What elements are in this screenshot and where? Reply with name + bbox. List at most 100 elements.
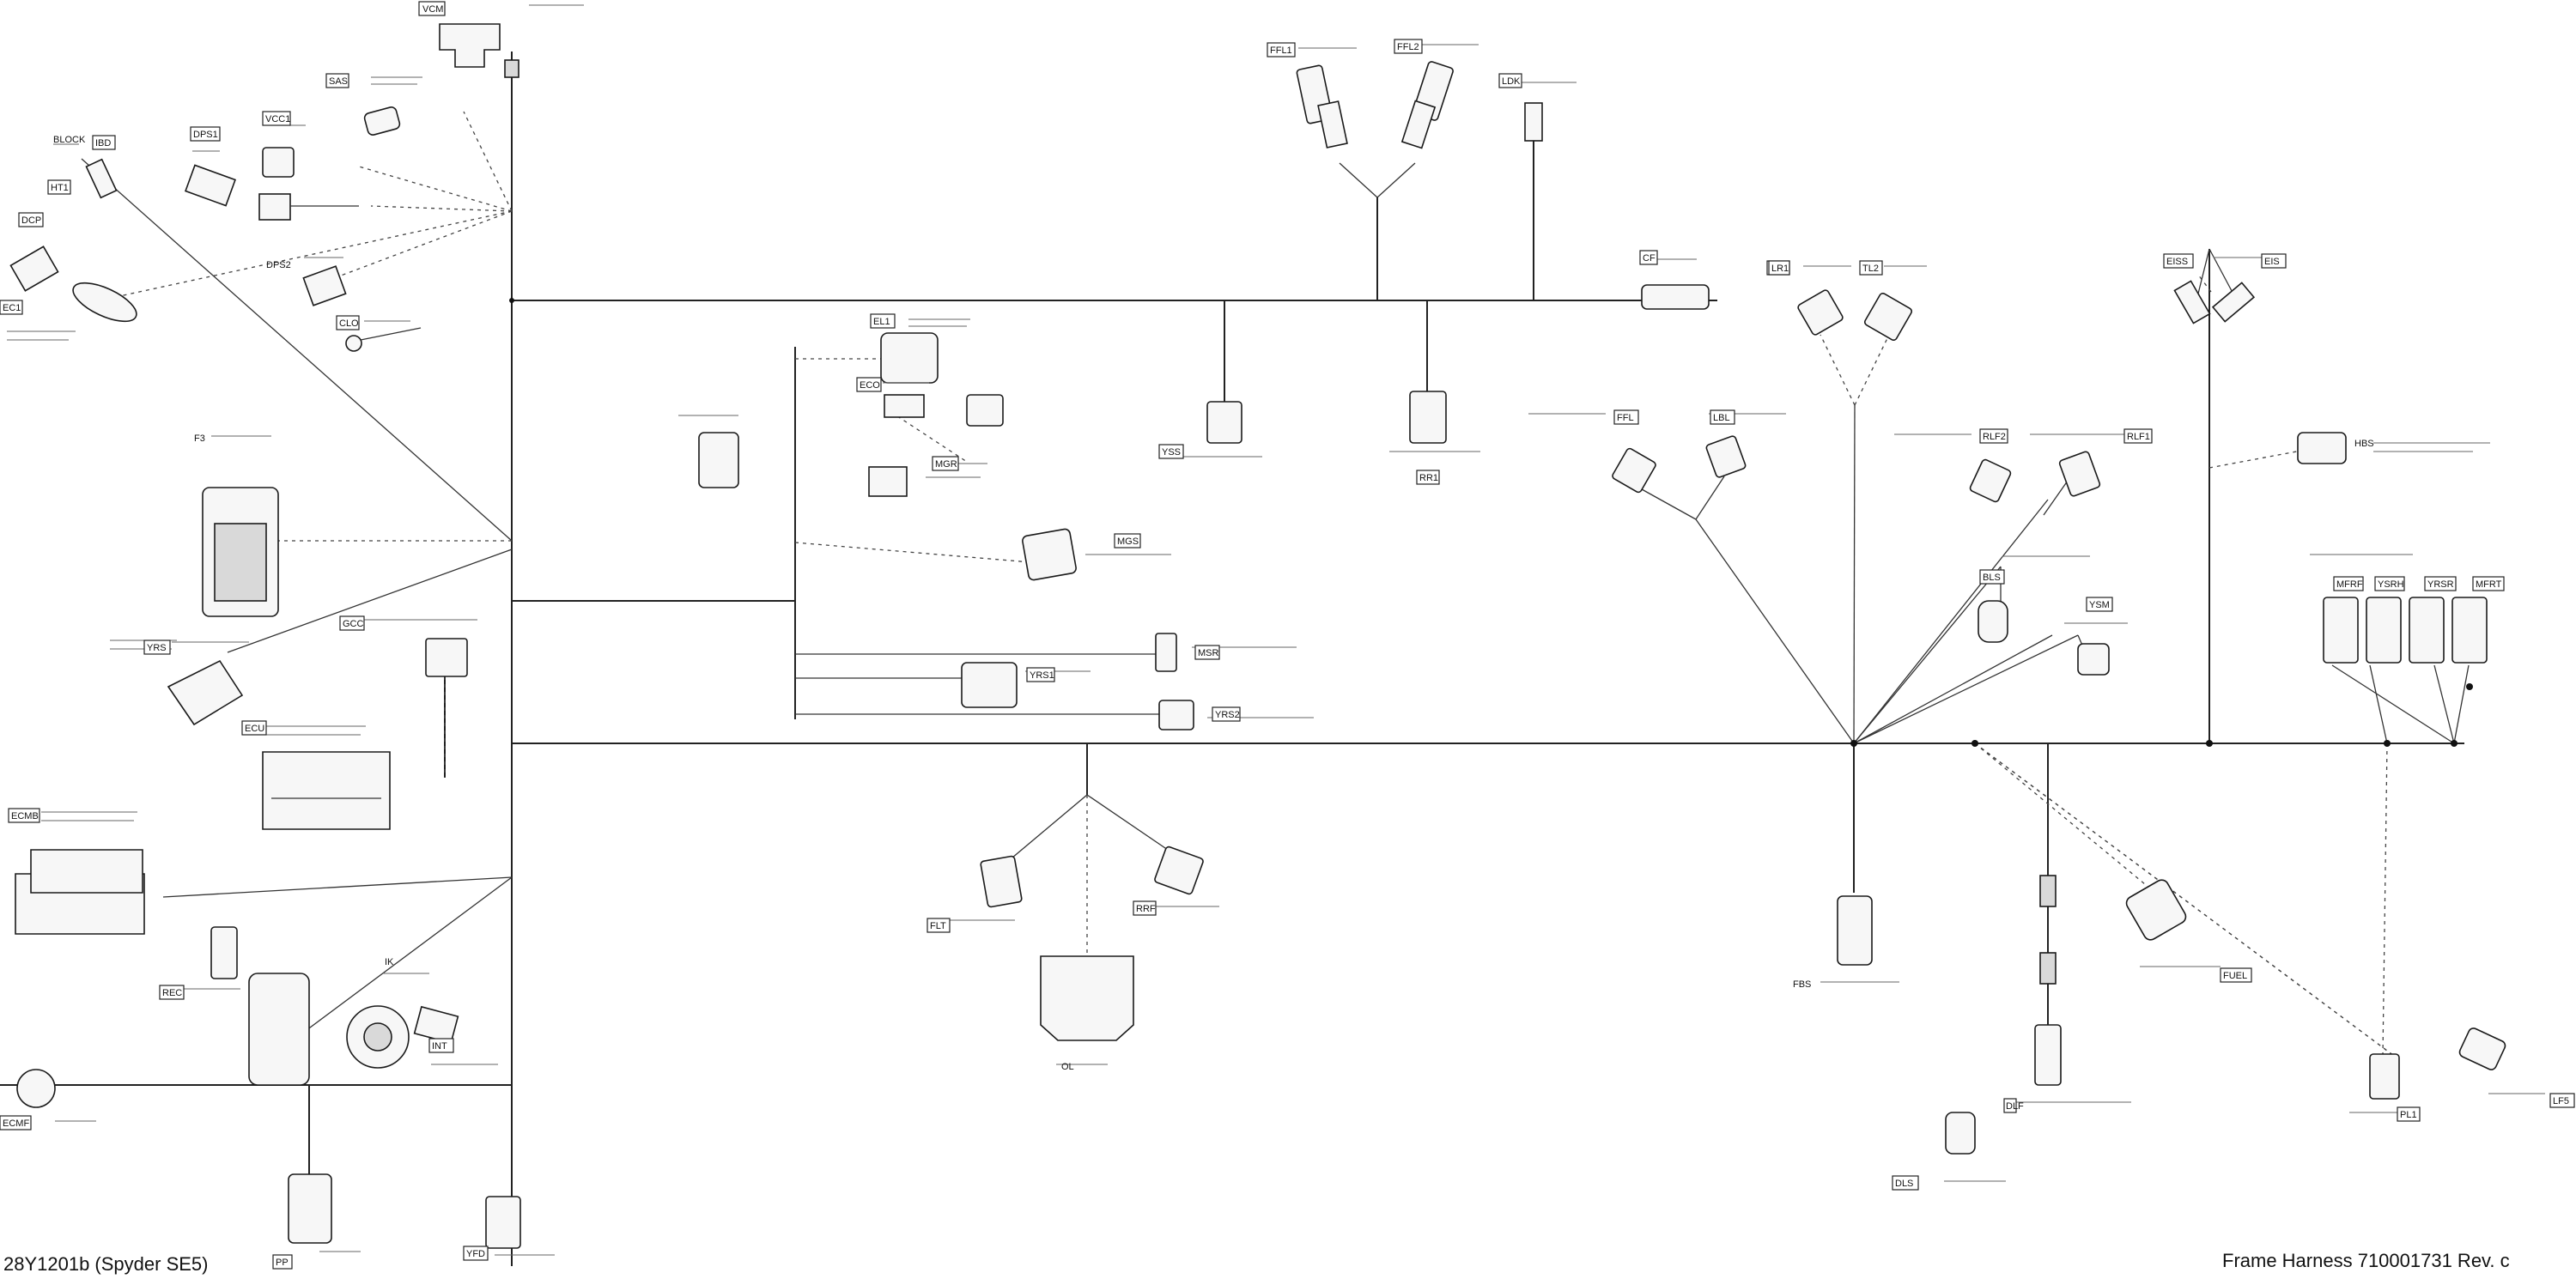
tag-eis: EIS — [2261, 253, 2287, 269]
svg-text:IK: IK — [385, 957, 394, 967]
svg-text:CF: CF — [1643, 253, 1656, 264]
svg-text:MFRF: MFRF — [2336, 579, 2363, 590]
svg-text:MFRT: MFRT — [2476, 579, 2502, 590]
tag-dps1: DPS1 — [190, 126, 221, 142]
tag-rec: REC — [159, 985, 185, 1000]
tag-ec1: EC1 — [0, 300, 23, 315]
svg-text:CLO: CLO — [339, 318, 359, 329]
svg-text:DCP: DCP — [21, 215, 41, 226]
svg-text:YRS1: YRS1 — [1030, 670, 1054, 681]
tag-ol: OL — [1061, 1062, 1074, 1072]
junction-nodes — [509, 298, 2473, 747]
svg-text:TL2: TL2 — [1862, 264, 1879, 274]
svg-text:IBD: IBD — [95, 138, 111, 149]
tag-dcp: DCP — [18, 212, 44, 227]
tag-dlf: DLF — [2003, 1098, 2024, 1113]
tag-ysrh: YSRH — [2374, 576, 2405, 591]
svg-text:FUEL: FUEL — [2223, 971, 2247, 981]
svg-text:VCC1: VCC1 — [265, 114, 290, 124]
svg-text:ECMB: ECMB — [11, 811, 39, 821]
svg-text:LR1: LR1 — [1771, 264, 1789, 274]
tag-rlf1: RLF1 — [2123, 428, 2153, 444]
tag-ht1: HT1 — [47, 179, 71, 195]
tag-pl1: PL1 — [2397, 1106, 2421, 1122]
drawing-id: 28Y1201b (Spyder SE5) — [3, 1253, 209, 1275]
connector-shapes — [9, 23, 2506, 1249]
svg-text:RLF1: RLF1 — [2127, 432, 2150, 442]
description-lines — [7, 4, 2545, 1256]
svg-text:YRS: YRS — [147, 643, 167, 653]
svg-text:YRS2: YRS2 — [1215, 710, 1240, 720]
svg-text:MGR: MGR — [935, 459, 957, 470]
tag-flt: FLT — [927, 918, 951, 933]
svg-text:GCC: GCC — [343, 619, 364, 629]
svg-text:MGS: MGS — [1117, 536, 1139, 547]
svg-text:ECU: ECU — [245, 724, 264, 734]
tag-vcm: VCM — [418, 1, 446, 16]
tag-yss: YSS — [1158, 444, 1184, 459]
tag-cf: CF — [1639, 250, 1658, 265]
svg-text:INT: INT — [432, 1041, 447, 1052]
tag-ecu: ECU — [241, 720, 267, 736]
tag-mgs: MGS — [1114, 533, 1141, 549]
tag-rlf2: RLF2 — [1979, 428, 2008, 444]
svg-text:DPS1: DPS1 — [193, 130, 218, 140]
tag-gcc: GCC — [339, 615, 365, 631]
tag-eco: ECO — [856, 377, 882, 392]
tag-lf5: LF5 — [2549, 1093, 2575, 1108]
svg-text:BLOCK: BLOCK — [53, 135, 86, 145]
svg-text:HBS: HBS — [2354, 439, 2374, 449]
svg-text:YSRH: YSRH — [2378, 579, 2404, 590]
tag-ysm: YSM — [2086, 597, 2113, 612]
tag-pp: PP — [272, 1254, 293, 1270]
tag-yrs2: YRS2 — [1212, 706, 1241, 722]
tag-vcc1: VCC1 — [262, 111, 291, 126]
tag-block: BLOCK — [53, 135, 86, 145]
svg-text:LF5: LF5 — [2553, 1096, 2569, 1106]
tag-mfrf: MFRF — [2333, 576, 2364, 591]
svg-text:ECMF: ECMF — [3, 1118, 29, 1129]
svg-text:BLS: BLS — [1983, 573, 2001, 583]
tag-yrs1: YRS1 — [1026, 667, 1055, 682]
tag-msr: MSR — [1194, 645, 1220, 660]
tag-ik: IK — [385, 957, 394, 967]
svg-text:DPS2: DPS2 — [266, 260, 291, 270]
tag-yfd: YFD — [463, 1246, 489, 1261]
svg-text:ECO: ECO — [860, 380, 880, 391]
svg-text:HT1: HT1 — [51, 183, 69, 193]
tag-ecmb: ECMB — [8, 808, 40, 823]
tag-dps2: DPS2 — [266, 260, 291, 270]
svg-text:REC: REC — [162, 988, 182, 998]
tag-mfrt: MFRT — [2472, 576, 2505, 591]
svg-text:YSM: YSM — [2089, 600, 2110, 610]
svg-text:OL: OL — [1061, 1062, 1074, 1072]
fanout-lines — [81, 111, 2470, 1074]
tag-ldk: LDK — [1498, 73, 1522, 88]
svg-text:RR1: RR1 — [1419, 473, 1438, 483]
svg-text:RRF: RRF — [1136, 904, 1156, 914]
tag-yrs: YRS — [143, 640, 171, 655]
tag-ibd: IBD — [92, 135, 116, 150]
tag-bls: BLS — [1979, 569, 2005, 585]
svg-text:VCM: VCM — [422, 4, 443, 15]
tag-fbs: FBS — [1793, 979, 1811, 990]
svg-text:RLF2: RLF2 — [1983, 432, 2006, 442]
svg-text:F3: F3 — [194, 433, 205, 444]
svg-text:SAS: SAS — [329, 76, 348, 87]
svg-text:LDK: LDK — [1502, 76, 1521, 87]
tag-ffl2: FFL2 — [1394, 39, 1423, 54]
svg-text:FFL: FFL — [1617, 413, 1634, 423]
tag-fuel: FUEL — [2220, 967, 2252, 983]
tag-lbl: LBL — [1710, 409, 1735, 425]
svg-text:DLS: DLS — [1895, 1179, 1913, 1189]
tag-mgr: MGR — [932, 456, 959, 471]
tag-clo: CLO — [336, 315, 360, 330]
svg-text:DLF: DLF — [2006, 1101, 2024, 1112]
svg-text:FFL2: FFL2 — [1397, 42, 1419, 52]
tag-ecmf: ECMF — [0, 1115, 32, 1130]
svg-text:YSS: YSS — [1162, 447, 1181, 458]
tag-rr1: RR1 — [1416, 470, 1440, 485]
svg-text:EISS: EISS — [2166, 257, 2188, 267]
svg-text:EIS: EIS — [2264, 257, 2280, 267]
